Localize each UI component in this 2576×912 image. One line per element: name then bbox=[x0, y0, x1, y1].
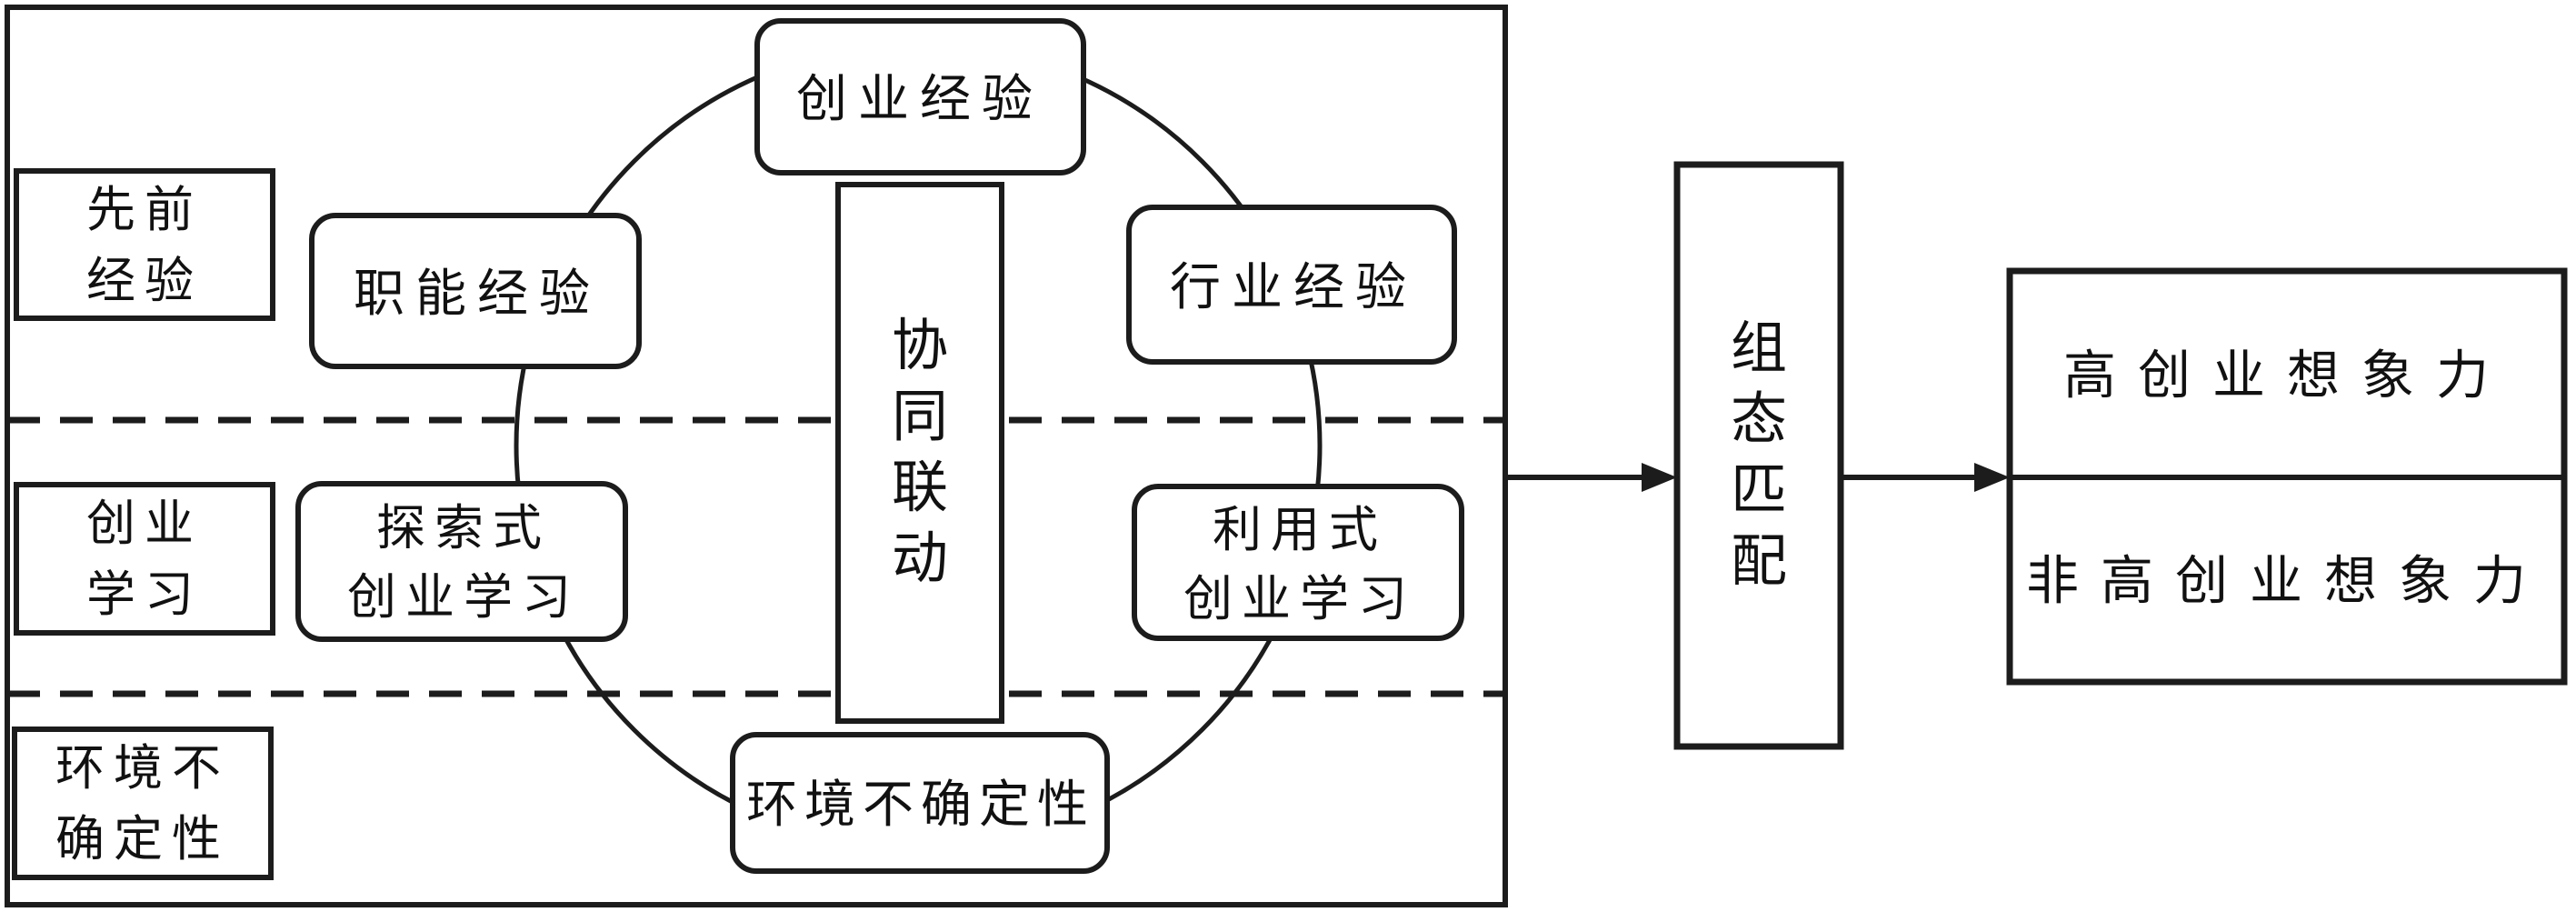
node-environmental-uncertainty bbox=[730, 732, 1110, 874]
environmental-uncertainty-node-text: 环境不确定性 bbox=[746, 777, 1095, 834]
environmental-uncertainty-label-line1: 环境不 bbox=[55, 741, 230, 796]
arrow-panel-to-matching-head bbox=[1642, 463, 1677, 492]
hub-char-3: 联 bbox=[892, 457, 948, 519]
node-industry-experience bbox=[1126, 205, 1457, 365]
hub-char-4: 动 bbox=[892, 528, 948, 590]
matching-char-3: 匹 bbox=[1731, 460, 1787, 522]
entrepreneurial-learning-label-line2: 学习 bbox=[86, 567, 203, 622]
environmental-uncertainty-label-line2: 确定性 bbox=[55, 812, 230, 867]
outcome-non-high-imagination-text: 非高创业想象力 bbox=[2026, 552, 2548, 611]
matching-char-1: 组 bbox=[1731, 318, 1787, 380]
node-entrepreneurial-experience bbox=[754, 18, 1086, 175]
entrepreneurial-experience-text: 创业经验 bbox=[796, 72, 1043, 128]
prior-experience-label-line2: 经验 bbox=[86, 254, 203, 308]
hub-box-synergy-linkage bbox=[835, 182, 1004, 724]
hub-char-2: 同 bbox=[892, 386, 948, 448]
node-exploitative-learning bbox=[1132, 484, 1464, 641]
matching-char-4: 配 bbox=[1731, 531, 1787, 593]
matching-box bbox=[1673, 161, 1844, 750]
exploitative-learning-text-line1: 利用式 bbox=[1213, 503, 1387, 557]
prior-experience-label-line1: 先前 bbox=[86, 183, 203, 237]
matching-char-2: 态 bbox=[1731, 389, 1787, 451]
outcome-high-imagination-text: 高创业想象力 bbox=[2063, 346, 2511, 406]
industry-experience-text: 行业经验 bbox=[1170, 260, 1417, 316]
arrow-matching-to-outcomes-head bbox=[1974, 463, 2010, 492]
label-box-entrepreneurial-learning bbox=[14, 482, 275, 636]
exploitative-learning-text-line2: 创业学习 bbox=[1183, 572, 1416, 626]
functional-experience-text: 职能经验 bbox=[354, 266, 601, 323]
exploratory-learning-text-line1: 探索式 bbox=[376, 501, 551, 556]
exploratory-learning-text-line2: 创业学习 bbox=[347, 570, 580, 625]
node-functional-experience bbox=[309, 213, 642, 369]
hub-char-1: 协 bbox=[892, 316, 948, 377]
label-box-environmental-uncertainty bbox=[12, 727, 274, 880]
label-box-prior-experience bbox=[14, 168, 275, 321]
entrepreneurial-learning-label-line1: 创业 bbox=[86, 496, 203, 551]
node-exploratory-learning bbox=[295, 481, 628, 642]
